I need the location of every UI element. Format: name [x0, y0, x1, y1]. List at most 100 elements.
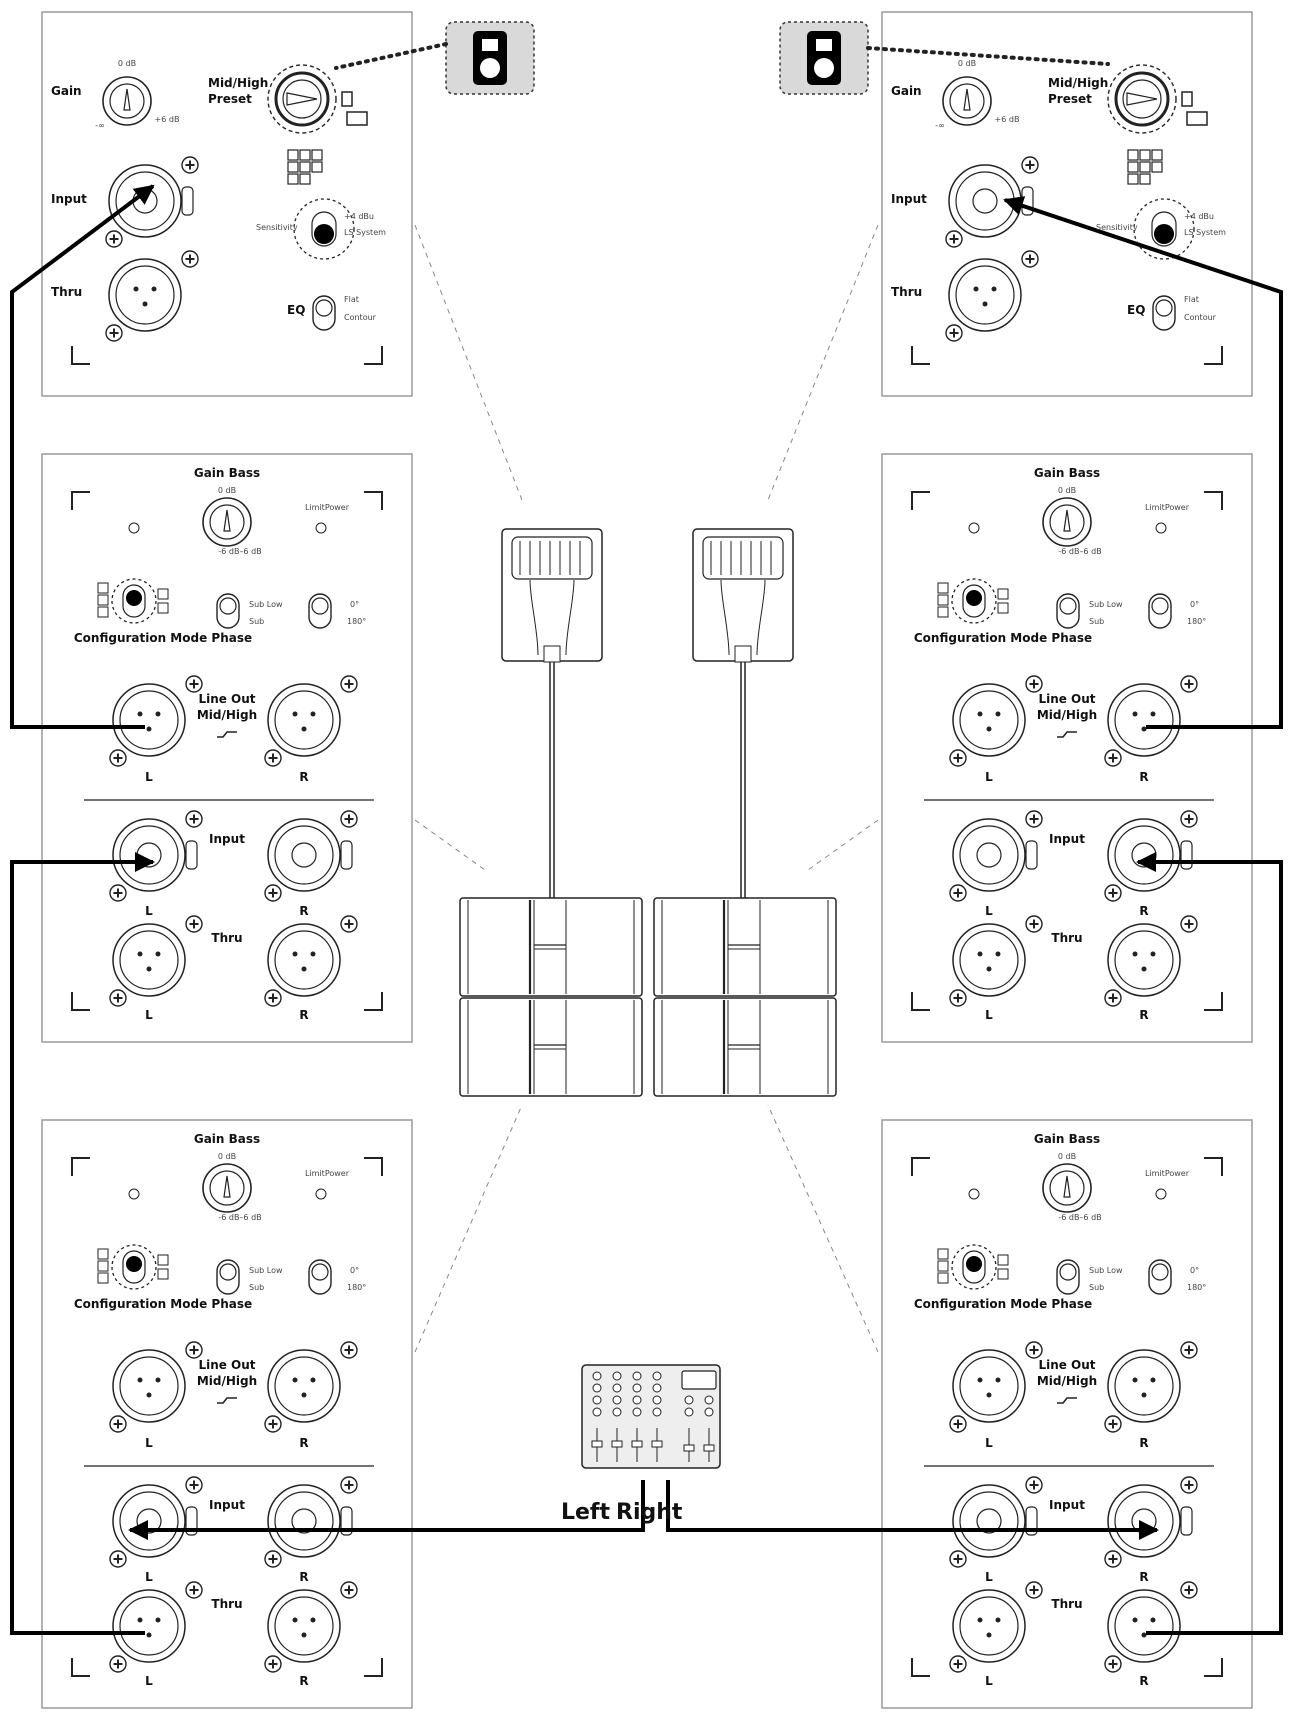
top-left-gain-knob[interactable]: [102, 76, 152, 126]
sub-lower-right-lineout-right-jack[interactable]: [1107, 1349, 1181, 1423]
mixing-console: [581, 1364, 721, 1469]
sub-upper-left-thru-left-jack[interactable]: [112, 923, 186, 997]
sub-upper-left-led-power: [315, 522, 327, 534]
sub-upper-left-phase-switch[interactable]: [308, 593, 332, 629]
top-left-preset-indicator: [287, 149, 323, 185]
sub-lower-left-lineout-right-tag: R: [299, 1436, 308, 1450]
sub-upper-left-input-left-jack[interactable]: [112, 818, 198, 892]
sub-lower-right-mode-switch[interactable]: [1056, 1259, 1080, 1295]
screw-icon: [340, 1581, 358, 1599]
sub-lower-right-phase-switch[interactable]: [1148, 1259, 1172, 1295]
sub-lower-left-mode-switch[interactable]: [216, 1259, 240, 1295]
sub-lower-left-thru-right-jack[interactable]: [267, 1589, 341, 1663]
top-left-sensitivity-opt2: LS System: [344, 228, 386, 237]
sub-upper-right-lineout-left-jack[interactable]: [952, 683, 1026, 757]
screw-icon: [181, 250, 199, 268]
sub-lower-left-configuration-selector[interactable]: [97, 1244, 169, 1290]
sub-lower-right-lineout-label-2: Mid/High: [1037, 1374, 1097, 1388]
sub-upper-left-gain-bass-zero: 0 dB: [218, 486, 236, 495]
sub-lower-right-led-power: [1155, 1188, 1167, 1200]
sub-upper-right-phase-switch[interactable]: [1148, 593, 1172, 629]
sub-upper-left-mode-switch[interactable]: [216, 593, 240, 629]
sub-upper-right-input-left-tag: L: [985, 904, 993, 918]
sub-lower-left-input-right-jack[interactable]: [267, 1484, 353, 1558]
screw-icon: [264, 1415, 282, 1433]
sub-lower-right-lineout-label-1: Line Out: [1038, 1358, 1095, 1372]
top-left-sensitivity-switch[interactable]: [293, 198, 355, 260]
top-left-eq-switch[interactable]: [312, 295, 336, 331]
sub-lower-left-gain-bass-knob[interactable]: [202, 1163, 252, 1213]
sub-lower-left-phase-switch[interactable]: [308, 1259, 332, 1295]
screw-icon: [185, 675, 203, 693]
sub-lower-right-thru-label: Thru: [1051, 1597, 1082, 1611]
screw-icon: [945, 230, 963, 248]
sub-upper-right-configuration-selector[interactable]: [937, 578, 1009, 624]
mixer-left-label: Left: [561, 1500, 611, 1525]
sub-upper-right-lineout-right-jack[interactable]: [1107, 683, 1181, 757]
sub-upper-left-thru-right-jack[interactable]: [267, 923, 341, 997]
top-right-gain-knob[interactable]: [942, 76, 992, 126]
panel-corner-marks: [911, 346, 1223, 365]
top-left-thru-jack[interactable]: [108, 258, 182, 332]
sub-lower-right-configuration-selector[interactable]: [937, 1244, 1009, 1290]
sub-lower-right-thru-right-jack[interactable]: [1107, 1589, 1181, 1663]
screw-icon: [1104, 1550, 1122, 1568]
cable-left-lineout-to-top-input: [10, 184, 155, 729]
sub-lower-left-input-label: Input: [209, 1498, 245, 1512]
top-left-preset-selector[interactable]: [267, 64, 337, 134]
sub-upper-right-input-right-jack[interactable]: [1107, 818, 1193, 892]
panel-corner-marks: [71, 491, 383, 1011]
sub-lower-right-input-left-jack[interactable]: [952, 1484, 1038, 1558]
sub-upper-right-thru-label: Thru: [1051, 931, 1082, 945]
screw-icon: [181, 156, 199, 174]
sub-lower-right-gain-bass-knob[interactable]: [1042, 1163, 1092, 1213]
sub-panel-right-upper: [881, 453, 1253, 1043]
screw-icon: [185, 810, 203, 828]
sub-lower-right-mode-sub: Sub: [1089, 1283, 1104, 1292]
sub-lower-left-thru-left-jack[interactable]: [112, 1589, 186, 1663]
sub-lower-right-led-limit: [968, 1188, 980, 1200]
sub-panel-left-upper: [41, 453, 413, 1043]
sub-upper-right-thru-left-jack[interactable]: [952, 923, 1026, 997]
sub-upper-left-lineout-right-jack[interactable]: [267, 683, 341, 757]
sub-lower-left-input-left-jack[interactable]: [112, 1484, 198, 1558]
screw-icon: [1021, 156, 1039, 174]
screw-icon: [1025, 810, 1043, 828]
screw-icon: [949, 1655, 967, 1673]
sub-upper-right-gain-bass-knob[interactable]: [1042, 497, 1092, 547]
cable-right-thru-to-upper-input: [1136, 852, 1283, 1635]
top-right-sensitivity-switch[interactable]: [1133, 198, 1195, 260]
sub-upper-right-lineout-left-tag: L: [985, 770, 993, 784]
sub-lower-right-lineout-left-tag: L: [985, 1436, 993, 1450]
sub-upper-right-input-left-jack[interactable]: [952, 818, 1038, 892]
panel-corner-marks: [911, 1157, 1223, 1677]
top-left-sensitivity-opt1: +4 dBu: [344, 212, 374, 221]
sub-lower-right-lineout-left-jack[interactable]: [952, 1349, 1026, 1423]
sub-upper-left-gain-bass-knob[interactable]: [202, 497, 252, 547]
screw-icon: [185, 915, 203, 933]
panel-controls: [71, 64, 1223, 1677]
sub-lower-right-thru-left-jack[interactable]: [952, 1589, 1026, 1663]
sub-upper-left-lineout-left-jack[interactable]: [112, 683, 186, 757]
top-left-preset-label-1: Mid/High: [208, 76, 268, 90]
top-panel-left: [41, 11, 413, 397]
sub-lower-left-phase-0: 0°: [350, 1266, 359, 1275]
cable-right-lineout-to-top-input: [1003, 196, 1283, 729]
cable-left-thru-to-upper-input: [10, 852, 155, 1635]
screw-icon: [109, 1550, 127, 1568]
sub-lower-left-lineout-right-jack[interactable]: [267, 1349, 341, 1423]
sub-lower-left-lineout-left-jack[interactable]: [112, 1349, 186, 1423]
screw-icon: [1104, 1415, 1122, 1433]
sub-upper-right-mode-switch[interactable]: [1056, 593, 1080, 629]
top-right-thru-jack[interactable]: [948, 258, 1022, 332]
top-right-preset-selector[interactable]: [1107, 64, 1177, 134]
sub-upper-left-configuration-selector[interactable]: [97, 578, 169, 624]
sub-upper-right-lineout-right-tag: R: [1139, 770, 1148, 784]
screw-icon: [1180, 675, 1198, 693]
screw-icon: [1104, 1655, 1122, 1673]
top-right-eq-switch[interactable]: [1152, 295, 1176, 331]
sub-lower-right-input-label: Input: [1049, 1498, 1085, 1512]
sub-lower-left-thru-right-tag: R: [299, 1674, 308, 1688]
sub-upper-right-thru-right-jack[interactable]: [1107, 923, 1181, 997]
sub-upper-left-input-right-jack[interactable]: [267, 818, 353, 892]
